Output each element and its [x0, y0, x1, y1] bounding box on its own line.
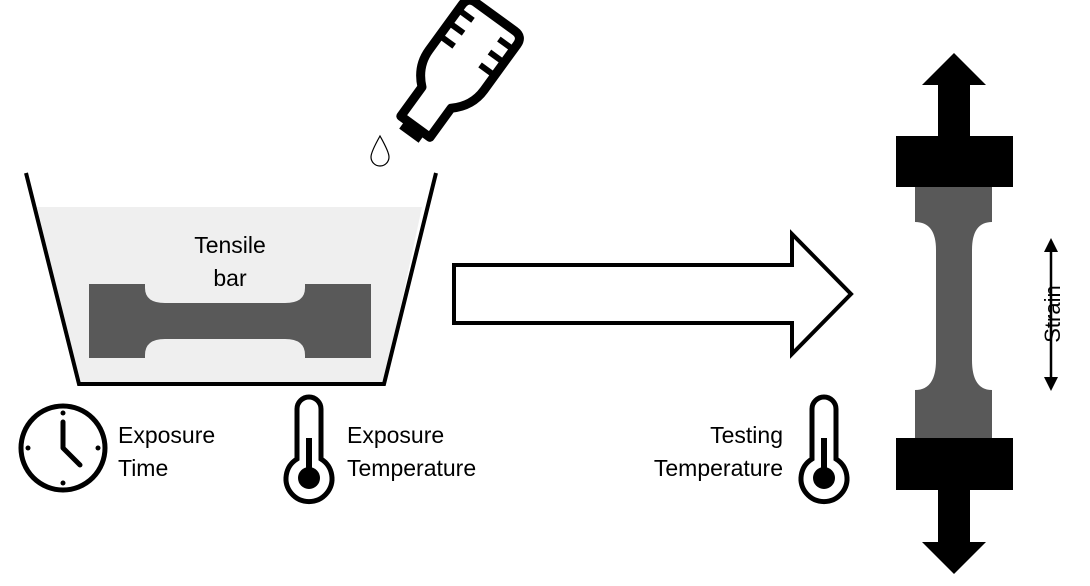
- testing-temperature-label-line1: Testing: [710, 422, 783, 448]
- bottle-icon: [396, 0, 524, 143]
- test-specimen: [915, 187, 992, 440]
- exposure-time-label: Exposure Time: [118, 419, 258, 485]
- exposure-temperature-label-line2: Temperature: [347, 455, 477, 481]
- exposure-time-label-line1: Exposure: [118, 422, 216, 448]
- exposure-temperature-label-line1: Exposure: [347, 422, 445, 448]
- tensile-bar-specimen: [89, 284, 371, 358]
- strain-label: Strain: [1040, 285, 1065, 343]
- exposure-time-label-line2: Time: [118, 455, 169, 481]
- lower-grip: [896, 438, 1013, 490]
- pull-arrow-up: [922, 53, 986, 140]
- beaker-outline: [24, 172, 438, 386]
- thermometer-icon: [283, 394, 335, 505]
- clock-icon: [18, 403, 108, 493]
- exposure-temperature-label: Exposure Temperature: [347, 419, 527, 485]
- strain-arrow: [1044, 238, 1058, 391]
- upper-grip: [896, 136, 1013, 187]
- thermometer-icon: [798, 394, 850, 505]
- pull-arrow-down: [922, 488, 986, 574]
- droplet-icon: [370, 134, 390, 167]
- testing-temperature-label: Testing Temperature: [600, 419, 783, 485]
- process-arrow: [452, 229, 854, 359]
- tensile-bar-label-line1: Tensile: [194, 232, 266, 258]
- tensile-bar-label: Tensile bar: [170, 229, 290, 295]
- testing-temperature-label-line2: Temperature: [653, 455, 783, 481]
- tensile-bar-label-line2: bar: [213, 265, 247, 291]
- tensile-test-assembly: [896, 53, 1013, 574]
